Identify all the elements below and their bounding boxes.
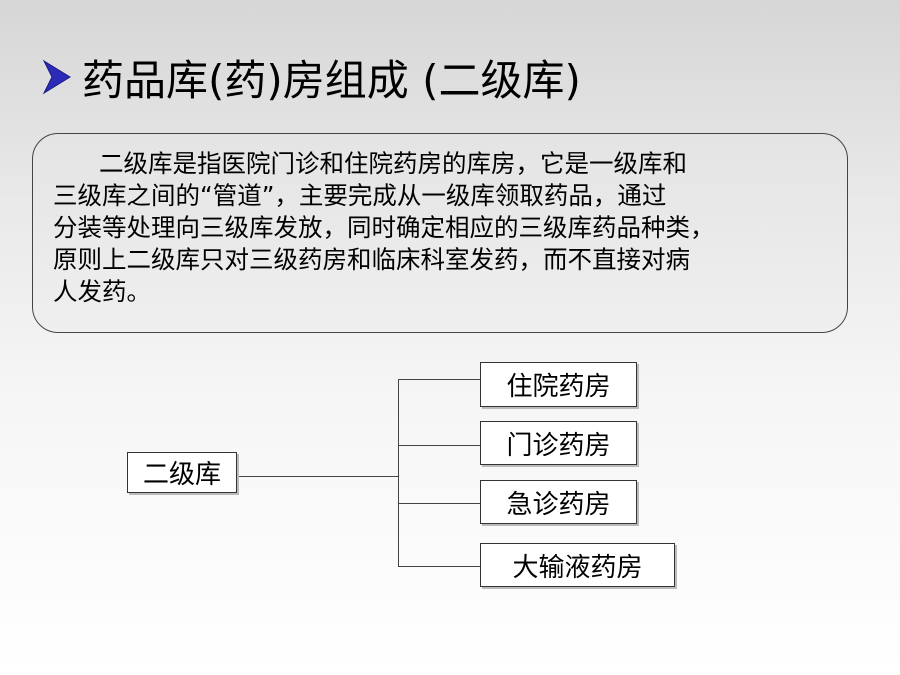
root-connector-line (237, 476, 399, 477)
child-node-outpatient: 门诊药房 (480, 421, 637, 465)
description-line: 二级库是指医院门诊和住院药房的库房，它是一级库和 (99, 149, 687, 178)
branch-line (398, 503, 480, 504)
child-node-infusion: 大输液药房 (480, 543, 675, 587)
root-node: 二级库 (127, 452, 237, 493)
description-line: 原则上二级库只对三级药房和临床科室发药，而不直接对病 (53, 245, 690, 274)
vertical-trunk-line (398, 379, 399, 567)
branch-line (398, 566, 480, 567)
description-line: 三级库之间的“管道”，主要完成从一级库领取药品，通过 (53, 181, 667, 210)
slide-title-row: 药品库(药)房组成 (二级库) (40, 42, 581, 112)
child-node-emergency: 急诊药房 (480, 480, 637, 524)
arrow-bullet-icon (42, 59, 71, 95)
branch-line (398, 379, 480, 380)
branch-line (398, 445, 480, 446)
description-line: 人发药。 (53, 277, 151, 306)
child-node-inpatient: 住院药房 (480, 362, 637, 407)
slide-title: 药品库(药)房组成 (二级库) (82, 55, 581, 105)
description-box: 二级库是指医院门诊和住院药房的库房，它是一级库和 三级库之间的“管道”，主要完成… (32, 133, 848, 333)
description-line: 分装等处理向三级库发放，同时确定相应的三级库药品种类， (53, 213, 715, 242)
